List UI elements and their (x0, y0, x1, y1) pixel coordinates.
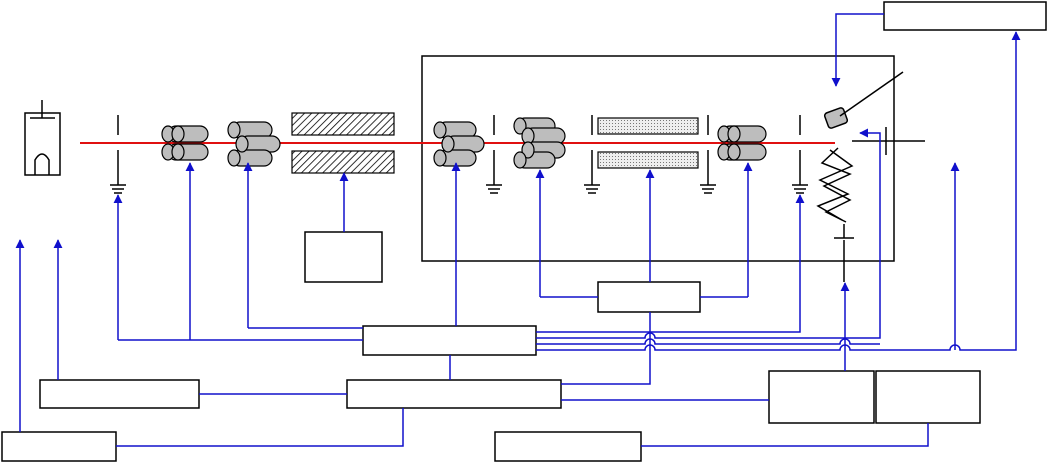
aperture-1 (110, 115, 126, 194)
hatched-plate-top (291, 112, 395, 136)
box-under-hatched (304, 231, 383, 283)
source-emitter-icon (24, 100, 61, 176)
target-detector-icon (816, 71, 925, 282)
box-right-a (768, 370, 875, 424)
box-top-right (883, 1, 1047, 31)
lens-stack-2 (227, 121, 281, 167)
box-bottom-middle (494, 431, 642, 462)
dotted-plate-bottom (597, 151, 699, 169)
box-bottom-left (1, 431, 117, 462)
box-controller-upper (362, 325, 537, 356)
lens-stack-4 (513, 117, 566, 169)
hatched-plate-bottom (291, 150, 395, 174)
signal-wiring (15, 13, 1021, 447)
dotted-plate-top (597, 117, 699, 135)
aperture-3 (584, 115, 600, 194)
box-left-middle (39, 379, 200, 409)
aperture-5 (792, 115, 808, 194)
aperture-4 (700, 115, 716, 194)
lens-stack-3 (433, 121, 485, 167)
lens-stack-5 (717, 125, 767, 161)
lens-stack-1 (161, 125, 209, 161)
aperture-2 (486, 115, 502, 194)
box-lens-supply (597, 281, 701, 313)
box-controller-lower (346, 379, 562, 409)
box-right-b (875, 370, 981, 424)
